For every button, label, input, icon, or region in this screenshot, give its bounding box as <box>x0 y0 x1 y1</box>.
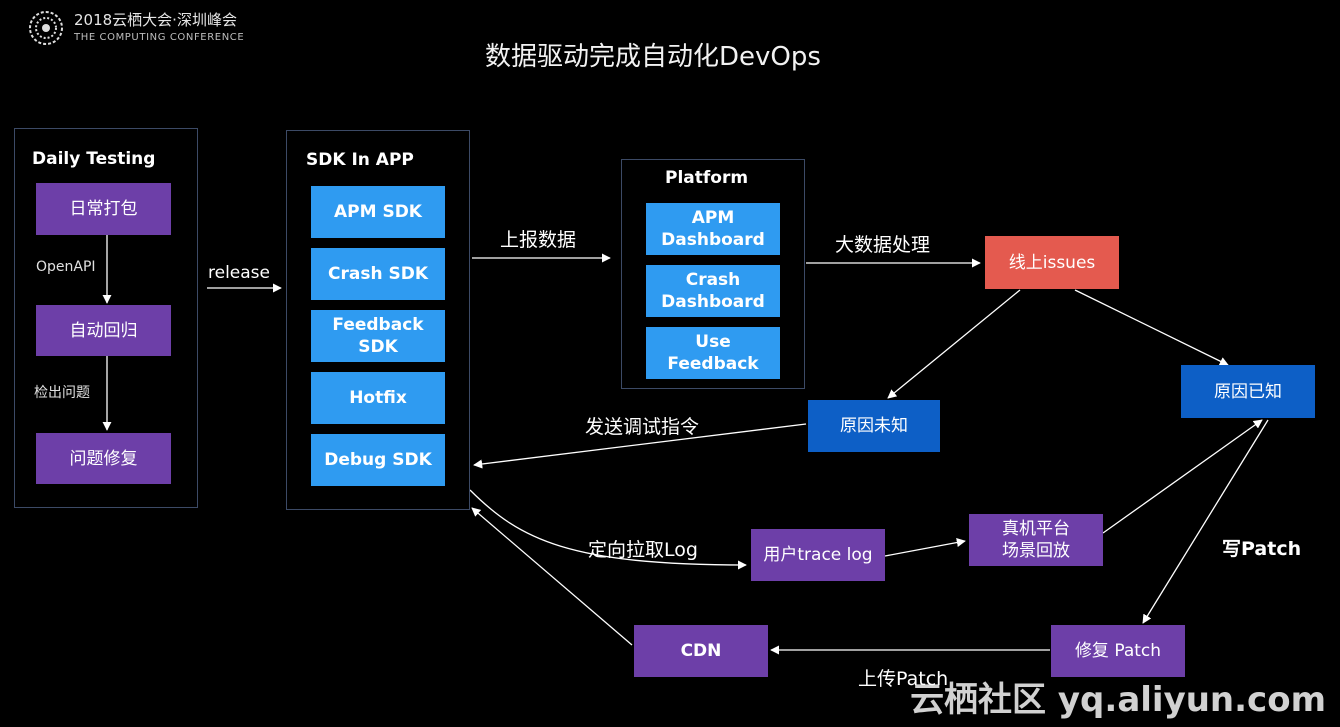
label-openapi: OpenAPI <box>36 259 96 275</box>
node-fix-patch: 修复 Patch <box>1051 625 1185 677</box>
label-send-debug: 发送调试指令 <box>585 416 700 438</box>
node-cause-unknown: 原因未知 <box>808 400 940 452</box>
sdk-feedback: Feedback SDK <box>311 310 445 362</box>
sdk-hotfix: Hotfix <box>311 372 445 424</box>
step-auto-regression: 自动回归 <box>36 305 171 356</box>
platform-title: Platform <box>665 168 749 188</box>
step-issue-fix: 问题修复 <box>36 433 171 484</box>
platform-frame <box>621 159 805 389</box>
device-replay-line2: 场景回放 <box>1002 541 1070 561</box>
label-write-patch: 写Patch <box>1222 538 1302 560</box>
platform-use-feedback: Use Feedback <box>646 327 780 379</box>
sdk-crash: Crash SDK <box>311 248 445 300</box>
node-cause-known: 原因已知 <box>1181 365 1315 418</box>
sdk-in-app-title: SDK In APP <box>306 150 414 170</box>
node-user-trace-log: 用户trace log <box>751 529 885 581</box>
platform-apm-dashboard: APM Dashboard <box>646 203 780 255</box>
label-upload-patch: 上传Patch <box>858 668 949 690</box>
step-daily-package: 日常打包 <box>36 183 171 235</box>
watermark: 云栖社区 yq.aliyun.com <box>910 680 1326 720</box>
node-device-replay: 真机平台 场景回放 <box>969 514 1103 566</box>
page-title: 数据驱动完成自动化DevOps <box>485 42 821 72</box>
label-detect-issue: 检出问题 <box>34 385 90 401</box>
arrow-write-patch <box>1142 419 1269 624</box>
daily-testing-frame <box>14 128 198 508</box>
sdk-in-app-frame <box>286 130 470 510</box>
conference-logo-icon <box>29 11 63 45</box>
label-release: release <box>208 263 270 283</box>
arrow-cdn-to-sdk <box>471 507 633 646</box>
arrow-send-debug <box>473 423 807 469</box>
arrow-issues-to-known <box>1074 289 1229 366</box>
node-online-issues: 线上issues <box>985 236 1119 289</box>
arrow-replay-to-known <box>1102 419 1263 534</box>
arrow-pull-log <box>469 489 747 570</box>
label-big-data: 大数据处理 <box>835 234 931 256</box>
sdk-apm: APM SDK <box>311 186 445 238</box>
logo-title: 2018云栖大会·深圳峰会 <box>74 11 237 29</box>
label-report-data: 上报数据 <box>500 229 577 251</box>
arrow-issues-to-unknown <box>887 289 1021 399</box>
platform-crash-dashboard: Crash Dashboard <box>646 265 780 317</box>
node-cdn: CDN <box>634 625 768 677</box>
label-pull-log: 定向拉取Log <box>588 539 698 561</box>
logo-subtitle: THE COMPUTING CONFERENCE <box>74 32 245 43</box>
daily-testing-title: Daily Testing <box>32 149 156 169</box>
arrow-trace-to-replay <box>884 538 966 557</box>
device-replay-line1: 真机平台 <box>1002 519 1070 539</box>
sdk-debug: Debug SDK <box>311 434 445 486</box>
